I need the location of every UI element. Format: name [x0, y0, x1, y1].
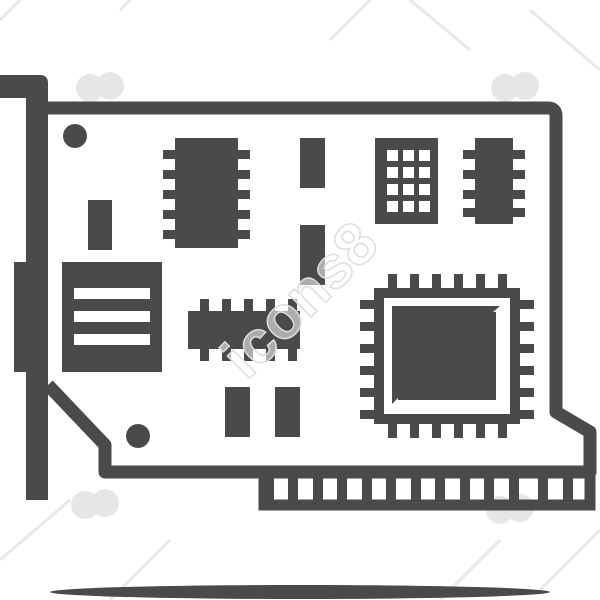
icon-artwork — [0, 75, 597, 511]
chip-dip-large — [163, 138, 250, 248]
resistor-vertical-top — [300, 138, 325, 188]
chip-dip-horizontal — [188, 299, 300, 361]
mounting-hole-bottom — [126, 424, 150, 448]
resistor-small — [88, 200, 112, 250]
chip-dip-small — [463, 138, 525, 224]
capacitor-right — [275, 387, 300, 437]
resistor-vertical-mid — [300, 225, 325, 285]
mounting-bracket — [0, 75, 48, 500]
transformer-block — [62, 262, 162, 372]
processor-chip — [360, 274, 534, 438]
mounting-hole-top — [63, 124, 87, 148]
capacitor-left — [225, 387, 250, 437]
edge-connector — [258, 472, 596, 511]
ground-shadow — [50, 585, 550, 599]
chip-grid — [375, 138, 438, 224]
